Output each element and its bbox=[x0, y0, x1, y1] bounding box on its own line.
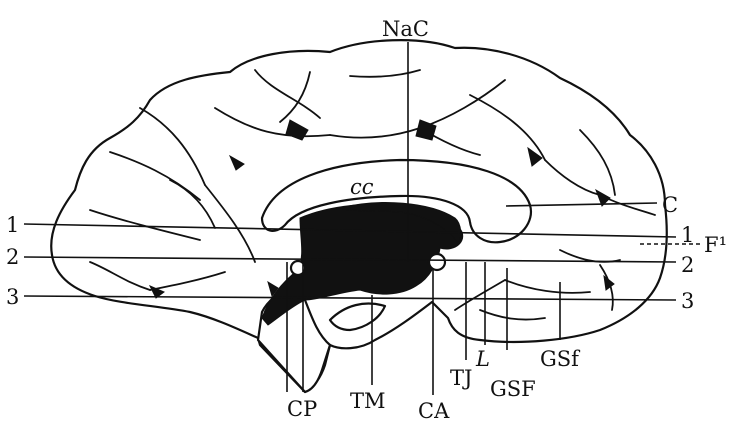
label-tj: TJ bbox=[450, 366, 472, 390]
label-ca: CA bbox=[418, 399, 450, 423]
label-f1: F¹ bbox=[704, 233, 727, 257]
level-marker-left-1: 1 bbox=[6, 213, 19, 237]
level-marker-right-2: 2 bbox=[681, 253, 694, 277]
anterior-commissure-circle bbox=[429, 254, 445, 270]
label-c: C bbox=[662, 193, 678, 217]
label-tm: TM bbox=[350, 389, 386, 413]
level-marker-left-2: 2 bbox=[6, 245, 19, 269]
label-cp: CP bbox=[287, 397, 317, 421]
label-cc: cc bbox=[350, 175, 374, 199]
level-marker-right-3: 3 bbox=[681, 289, 694, 313]
label-gsf-upper: GSF bbox=[490, 377, 536, 401]
label-l: L bbox=[475, 347, 490, 371]
level-marker-left-3: 3 bbox=[6, 285, 19, 309]
label-nac: NaC bbox=[382, 17, 429, 41]
label-gsf-lower: GSf bbox=[540, 347, 581, 371]
level-marker-right-1: 1 bbox=[681, 223, 694, 247]
